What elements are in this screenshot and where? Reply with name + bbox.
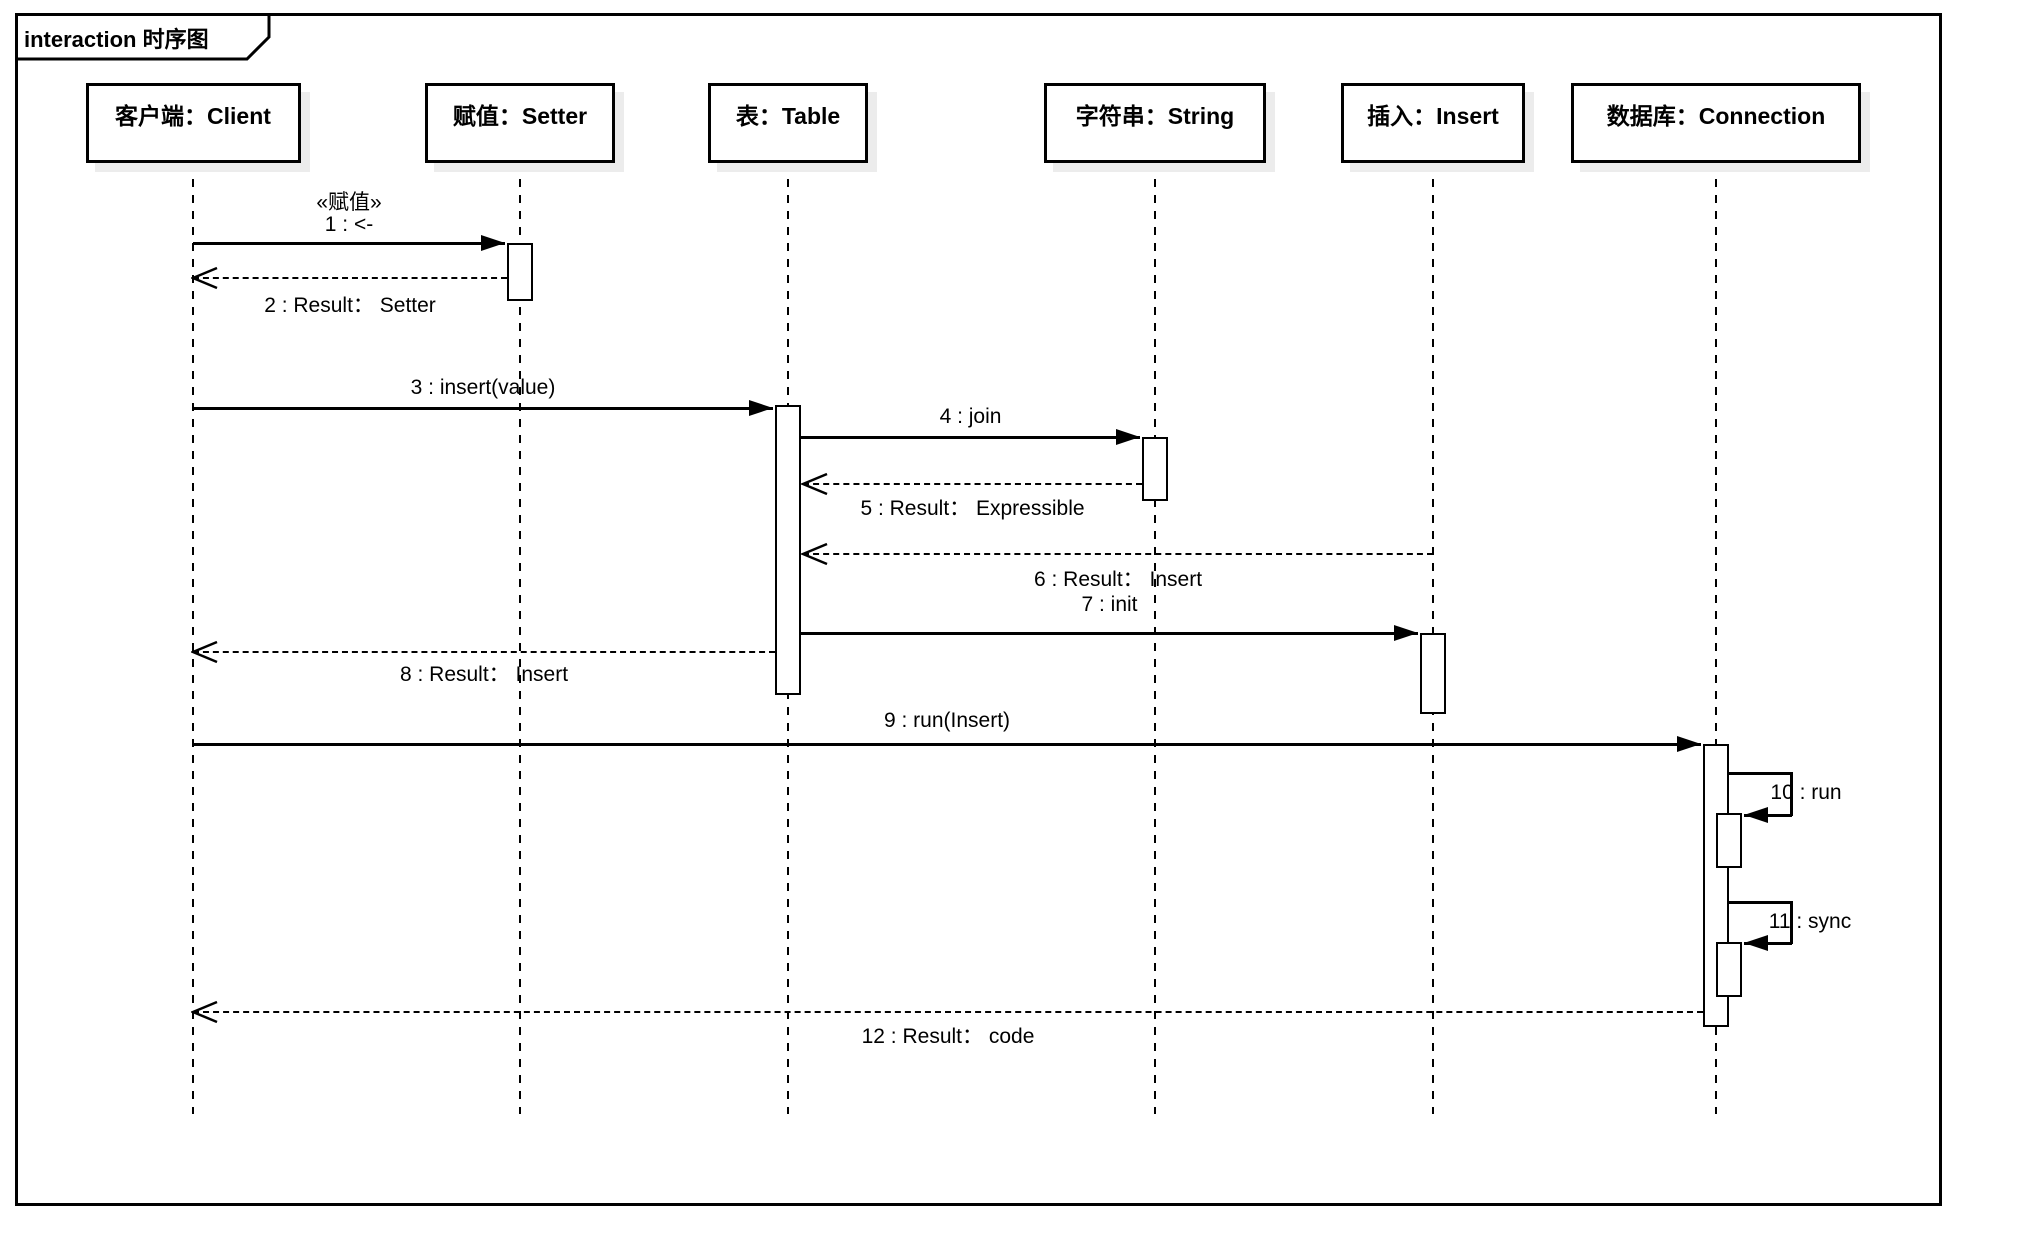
- open-arrowhead-icon-6: [799, 542, 829, 571]
- message-label-5: 5 : Result： Expressible: [860, 497, 1085, 520]
- open-arrowhead-icon-12: [189, 1000, 219, 1029]
- lifeline-box-string: 字符串：String: [1044, 83, 1266, 163]
- activation-connection-nested-5: [1716, 813, 1742, 868]
- message-line-out-10: [1729, 772, 1792, 775]
- message-line-8: [193, 651, 775, 653]
- message-line-12: [193, 1011, 1703, 1013]
- message-line-out-11: [1729, 901, 1792, 904]
- lifeline-box-client: 客户端：Client: [85, 83, 301, 163]
- open-arrowhead-icon-2: [189, 266, 219, 295]
- message-label-9: 9 : run(Insert): [883, 709, 1011, 732]
- open-arrowhead-icon-8: [189, 640, 219, 669]
- diagram-frame: [15, 13, 1942, 1206]
- activation-insert-3: [1420, 633, 1446, 714]
- message-label-2: 2 : Result： Setter: [264, 294, 436, 317]
- message-line-1: [193, 242, 505, 245]
- message-label-10: 10 : run: [1770, 781, 1842, 804]
- open-arrowhead-icon-5: [799, 472, 829, 501]
- message-label-1: 1 : <-: [324, 213, 374, 236]
- message-label-12: 12 : Result： code: [861, 1025, 1035, 1048]
- sync-arrowhead-icon-3: [749, 400, 773, 416]
- sync-arrowhead-icon-10: [1744, 807, 1768, 823]
- message-line-side-11: [1790, 901, 1793, 944]
- message-line-side-10: [1790, 772, 1793, 816]
- lifeline-string: [1154, 163, 1156, 1114]
- activation-connection-nested-6: [1716, 942, 1742, 997]
- message-line-6: [803, 553, 1433, 555]
- message-line-back-11: [1744, 942, 1792, 945]
- message-line-back-10: [1744, 814, 1792, 817]
- diagram-title-tab: [15, 13, 273, 61]
- message-label-7: 7 : init: [1081, 593, 1138, 616]
- sync-arrowhead-icon-7: [1394, 625, 1418, 641]
- title-tab-shape: [15, 13, 271, 61]
- message-line-9: [193, 743, 1701, 746]
- message-line-7: [801, 632, 1418, 635]
- sync-arrowhead-icon-4: [1116, 429, 1140, 445]
- sync-arrowhead-icon-9: [1677, 736, 1701, 752]
- lifeline-box-insert: 插入：Insert: [1341, 83, 1525, 163]
- message-label-11: 11 : sync: [1768, 910, 1852, 933]
- message-line-5: [803, 483, 1142, 485]
- message-line-2: [193, 277, 507, 279]
- message-line-4: [801, 436, 1140, 439]
- lifeline-box-setter: 赋值：Setter: [425, 83, 615, 163]
- activation-setter-0: [507, 243, 533, 301]
- diagram-title: interaction 时序图: [24, 27, 209, 52]
- message-label-4: 4 : join: [939, 405, 1002, 428]
- lifeline-box-connection: 数据库：Connection: [1571, 83, 1861, 163]
- activation-table-1: [775, 405, 801, 695]
- message-label-3: 3 : insert(value): [410, 376, 556, 399]
- sync-arrowhead-icon-1: [481, 235, 505, 251]
- lifeline-client: [192, 163, 194, 1114]
- sync-arrowhead-icon-11: [1744, 935, 1768, 951]
- lifeline-box-table: 表：Table: [708, 83, 868, 163]
- lifeline-setter: [519, 163, 521, 1114]
- message-stereotype-1: «赋值»: [316, 191, 382, 214]
- message-line-3: [193, 407, 773, 410]
- activation-string-2: [1142, 437, 1168, 501]
- lifeline-connection: [1715, 163, 1717, 1114]
- message-label-8: 8 : Result： Insert: [399, 663, 569, 686]
- message-label-6: 6 : Result： Insert: [1033, 568, 1203, 591]
